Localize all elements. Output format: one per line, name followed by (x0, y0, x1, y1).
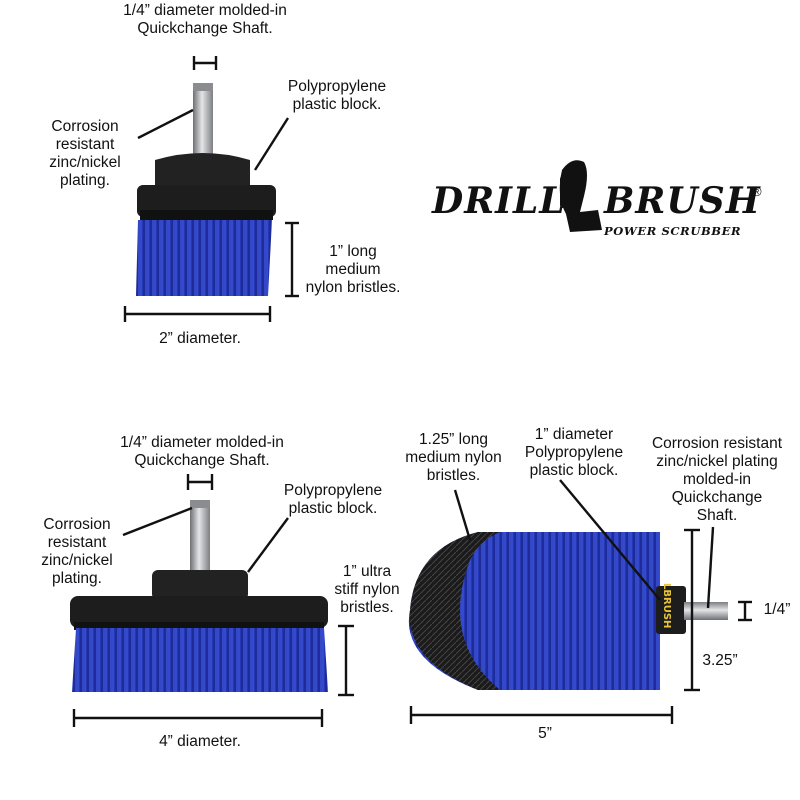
small-bristle-label: 1” long medium nylon bristles. (305, 243, 401, 296)
small-shaft-label: 1/4” diameter molded-in Quickchange Shaf… (123, 2, 287, 37)
cone-height-label: 3.25” (702, 652, 738, 669)
logo-word-brush: BRUSH (604, 180, 761, 222)
large-block-label: Polypropylene plastic block. (283, 482, 383, 517)
small-brush (136, 83, 276, 296)
drill-logo-icon (559, 160, 602, 232)
cone-length-label: 5” (538, 725, 552, 742)
ferrule-logo-text: LBRUSH (661, 583, 672, 629)
large-diameter-label: 4” diameter. (159, 733, 241, 750)
small-diameter-label: 2” diameter. (159, 330, 241, 347)
large-shaft-label: 1/4” diameter molded-in Quickchange Shaf… (120, 434, 284, 469)
drillbrush-logo: DRILL BRUSH ® POWER SCRUBBER (432, 158, 772, 240)
large-bristle-label: 1” ultra stiff nylon bristles. (334, 563, 400, 616)
logo-word-drill: DRILL (432, 180, 566, 222)
cone-brush (408, 532, 728, 690)
small-plating-label: Corrosion resistant zinc/nickel plating. (49, 118, 121, 189)
cone-plating-label: Corrosion resistant zinc/nickel plating … (651, 435, 783, 524)
large-plating-label: Corrosion resistant zinc/nickel plating. (41, 516, 113, 587)
cone-bristle-label: 1.25” long medium nylon bristles. (405, 431, 502, 484)
small-block-label: Polypropylene plastic block. (287, 78, 387, 113)
dimension-lines (72, 56, 752, 727)
large-brush (70, 500, 328, 692)
cone-shaft-dim-label: 1/4” (763, 601, 791, 618)
logo-tagline: POWER SCRUBBER (604, 224, 742, 238)
logo-registered: ® (752, 184, 762, 199)
cone-block-label: 1” diameter Polypropylene plastic block. (524, 426, 624, 479)
